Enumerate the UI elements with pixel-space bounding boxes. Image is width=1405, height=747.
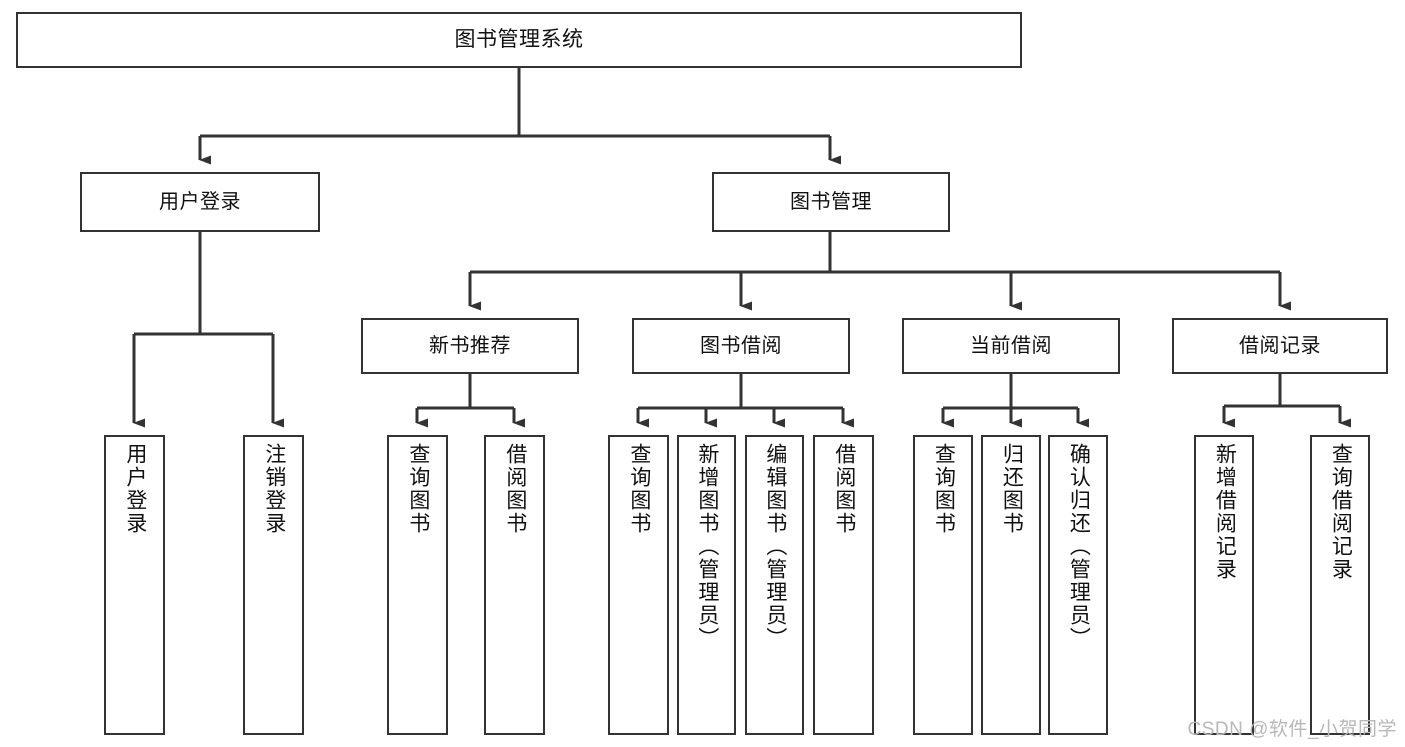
node-leaf-add-book-admin-label: 新增图书（管理员） <box>695 443 719 650</box>
node-leaf-edit-book-admin[interactable]: 编辑图书（管理员） <box>745 435 804 735</box>
node-borrow-record-label: 借阅记录 <box>1239 334 1321 357</box>
node-leaf-query-book-current[interactable]: 查询图书 <box>913 435 973 735</box>
node-leaf-borrow-book-recommend-label: 借阅图书 <box>503 443 527 535</box>
node-leaf-borrow-book-label: 借阅图书 <box>832 443 856 535</box>
node-leaf-logout-label: 注销登录 <box>262 443 286 535</box>
node-leaf-user-login[interactable]: 用户登录 <box>104 435 165 735</box>
node-leaf-add-book-admin[interactable]: 新增图书（管理员） <box>677 435 736 735</box>
node-leaf-query-book-borrow-label: 查询图书 <box>627 443 651 535</box>
watermark-text: CSDN @软件_小贺同学 <box>1187 719 1397 740</box>
node-root-label: 图书管理系统 <box>454 27 584 51</box>
node-book-manage-label: 图书管理 <box>790 190 872 213</box>
node-book-borrow-label: 图书借阅 <box>700 334 782 357</box>
node-leaf-query-borrow-record[interactable]: 查询借阅记录 <box>1310 435 1370 735</box>
node-new-book-recommend[interactable]: 新书推荐 <box>361 318 579 374</box>
node-leaf-borrow-book[interactable]: 借阅图书 <box>813 435 874 735</box>
node-leaf-query-book-borrow[interactable]: 查询图书 <box>608 435 669 735</box>
node-leaf-add-borrow-record[interactable]: 新增借阅记录 <box>1194 435 1254 735</box>
node-book-manage[interactable]: 图书管理 <box>712 172 950 232</box>
node-leaf-query-book-recommend-label: 查询图书 <box>406 443 430 535</box>
node-leaf-return-book-label: 归还图书 <box>1000 443 1024 535</box>
node-user-login[interactable]: 用户登录 <box>80 172 320 232</box>
node-leaf-query-book-recommend[interactable]: 查询图书 <box>387 435 448 735</box>
node-leaf-query-book-current-label: 查询图书 <box>932 443 956 535</box>
node-leaf-confirm-return-admin-label: 确认归还（管理员） <box>1067 443 1091 650</box>
node-user-login-label: 用户登录 <box>159 190 241 213</box>
node-leaf-edit-book-admin-label: 编辑图书（管理员） <box>763 443 787 650</box>
node-leaf-add-borrow-record-label: 新增借阅记录 <box>1213 443 1237 581</box>
node-borrow-record[interactable]: 借阅记录 <box>1172 318 1388 374</box>
node-leaf-query-borrow-record-label: 查询借阅记录 <box>1329 443 1353 581</box>
node-leaf-borrow-book-recommend[interactable]: 借阅图书 <box>484 435 545 735</box>
node-leaf-return-book[interactable]: 归还图书 <box>981 435 1041 735</box>
node-leaf-confirm-return-admin[interactable]: 确认归还（管理员） <box>1048 435 1108 735</box>
node-current-borrow[interactable]: 当前借阅 <box>902 318 1120 374</box>
node-leaf-logout[interactable]: 注销登录 <box>243 435 304 735</box>
node-root[interactable]: 图书管理系统 <box>16 12 1022 68</box>
node-leaf-user-login-label: 用户登录 <box>123 443 147 535</box>
node-new-book-recommend-label: 新书推荐 <box>429 334 511 357</box>
node-current-borrow-label: 当前借阅 <box>970 334 1052 357</box>
node-book-borrow[interactable]: 图书借阅 <box>632 318 850 374</box>
